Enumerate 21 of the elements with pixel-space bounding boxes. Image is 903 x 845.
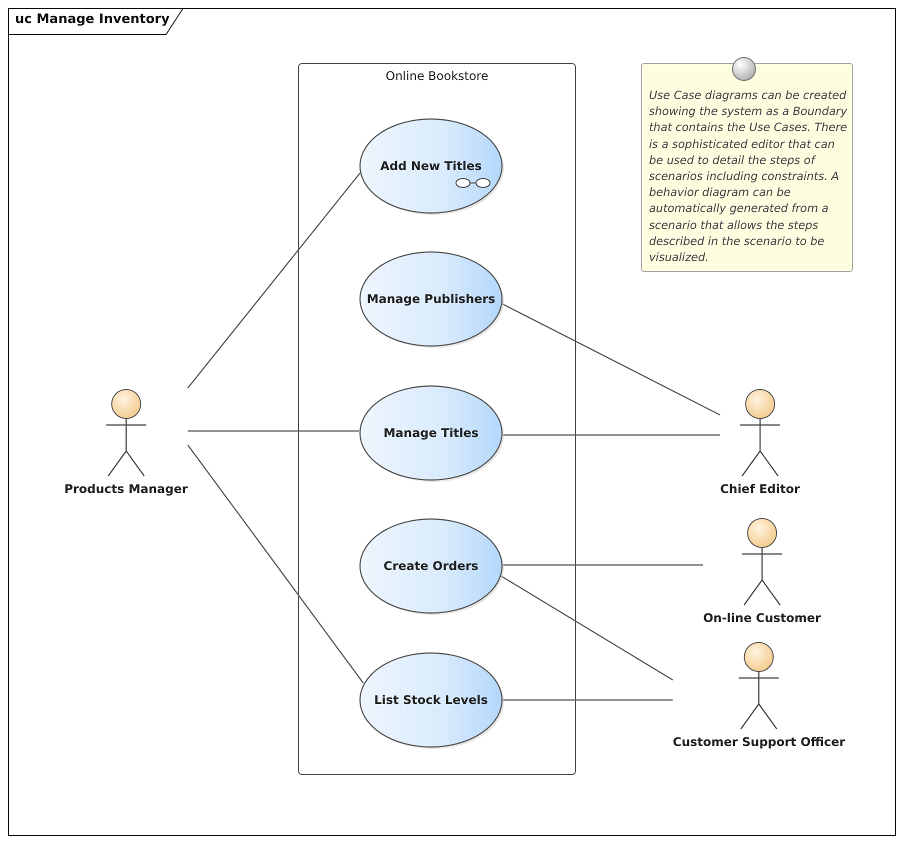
diagram-title: uc Manage Inventory (15, 12, 170, 27)
use-case-name: Add New Titles (379, 159, 483, 173)
association-line (500, 699, 673, 701)
actor-name: Customer Support Officer (672, 735, 846, 749)
association-line (500, 302, 720, 416)
association-line (188, 430, 360, 432)
use-case-name: List Stock Levels (373, 693, 489, 707)
note-text: Use Case diagrams can be created showing the system as a Boundary that contains the Use Cases. There is a sophisticated editor that can be used to detail the steps of scenarios including constraints. A behavior diagram can be automatically generated from a scenario that allows the steps described in the scenario to be visualized. (649, 88, 848, 266)
association-line (501, 564, 704, 566)
boundary-title: Online Bookstore (384, 69, 490, 83)
use-case-name: Manage Titles (382, 426, 480, 440)
association-line (187, 444, 364, 684)
actor-name: Products Manager (64, 482, 188, 496)
system-boundary (298, 63, 576, 775)
association-line (500, 434, 720, 436)
association-line (187, 172, 360, 388)
use-case-name: Manage Publishers (366, 292, 496, 306)
use-case-name: Create Orders (382, 559, 480, 573)
actor-name: On-line Customer (703, 611, 821, 625)
association-line (499, 574, 674, 681)
actor-name: Chief Editor (720, 482, 800, 496)
